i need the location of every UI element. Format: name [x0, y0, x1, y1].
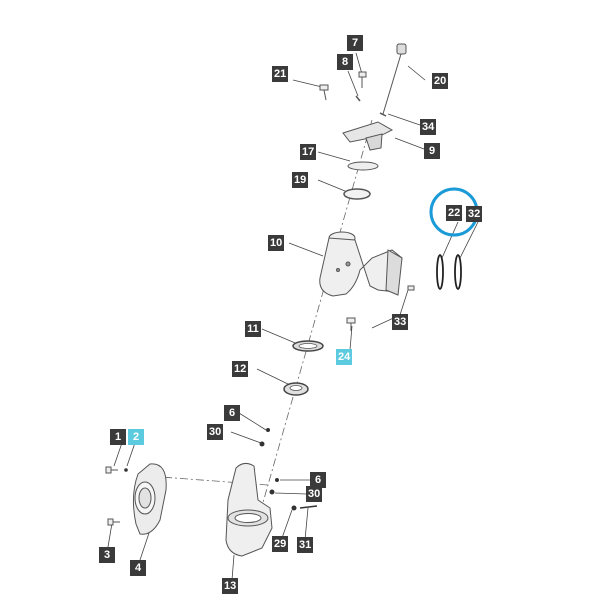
screw-part-3: [107, 518, 120, 526]
seal-part-11: [292, 340, 324, 352]
pin-part-8: [355, 95, 361, 102]
callout-19[interactable]: 19: [292, 172, 309, 188]
washer-part-6-upper: [266, 428, 270, 432]
callout-11[interactable]: 11: [245, 321, 261, 337]
callout-10[interactable]: 10: [268, 235, 285, 251]
callout-8[interactable]: 8: [337, 54, 353, 70]
nut-part-29: [291, 505, 297, 511]
callout-6-lower[interactable]: 6: [310, 472, 326, 488]
centre-axis: [257, 119, 373, 521]
callout-34[interactable]: 34: [420, 119, 437, 135]
callout-12[interactable]: 12: [232, 361, 249, 377]
callout-6-upper[interactable]: 6: [224, 405, 240, 421]
callout-22[interactable]: 22: [446, 205, 463, 221]
callout-17[interactable]: 17: [300, 144, 317, 160]
bolt-part-33: [407, 285, 415, 291]
callout-13[interactable]: 13: [222, 578, 239, 594]
callout-32[interactable]: 32: [466, 206, 483, 222]
callout-21[interactable]: 21: [272, 66, 289, 82]
oring-part-32: [454, 254, 462, 290]
bracket-part-9: [342, 121, 394, 151]
callout-31[interactable]: 31: [297, 537, 314, 553]
callout-2[interactable]: 2: [128, 429, 144, 445]
nut-part-30-lower: [269, 489, 275, 495]
callout-30-lower[interactable]: 30: [306, 486, 323, 502]
bearing-part-12: [283, 382, 309, 396]
screw-part-31: [299, 505, 318, 509]
callout-3[interactable]: 3: [99, 547, 115, 563]
callout-20[interactable]: 20: [432, 73, 449, 89]
ring-part-19: [343, 188, 371, 200]
callout-7[interactable]: 7: [347, 35, 363, 51]
nut-part-30-upper: [259, 441, 265, 447]
bolt-part-7: [358, 71, 367, 88]
callout-9[interactable]: 9: [424, 143, 440, 159]
oring-part-22: [436, 254, 444, 290]
bolt-part-21: [319, 84, 329, 101]
callout-30-upper[interactable]: 30: [207, 424, 224, 440]
screw-part-1: [105, 466, 118, 474]
housing-part-10: [319, 231, 403, 297]
pin-part-34: [379, 112, 387, 117]
callout-1[interactable]: 1: [110, 429, 126, 445]
ring-part-17: [347, 161, 379, 171]
dipstick-part: [382, 43, 407, 115]
washer-part-6-lower: [275, 478, 279, 482]
callout-33[interactable]: 33: [392, 314, 409, 330]
callout-24[interactable]: 24: [336, 349, 353, 365]
callout-29[interactable]: 29: [272, 536, 289, 552]
washer-part-2: [124, 468, 128, 472]
leg-housing-part-13: [225, 462, 273, 557]
cover-part-4: [132, 463, 167, 535]
bolt-part-24: [346, 317, 356, 331]
callout-4[interactable]: 4: [130, 560, 146, 576]
